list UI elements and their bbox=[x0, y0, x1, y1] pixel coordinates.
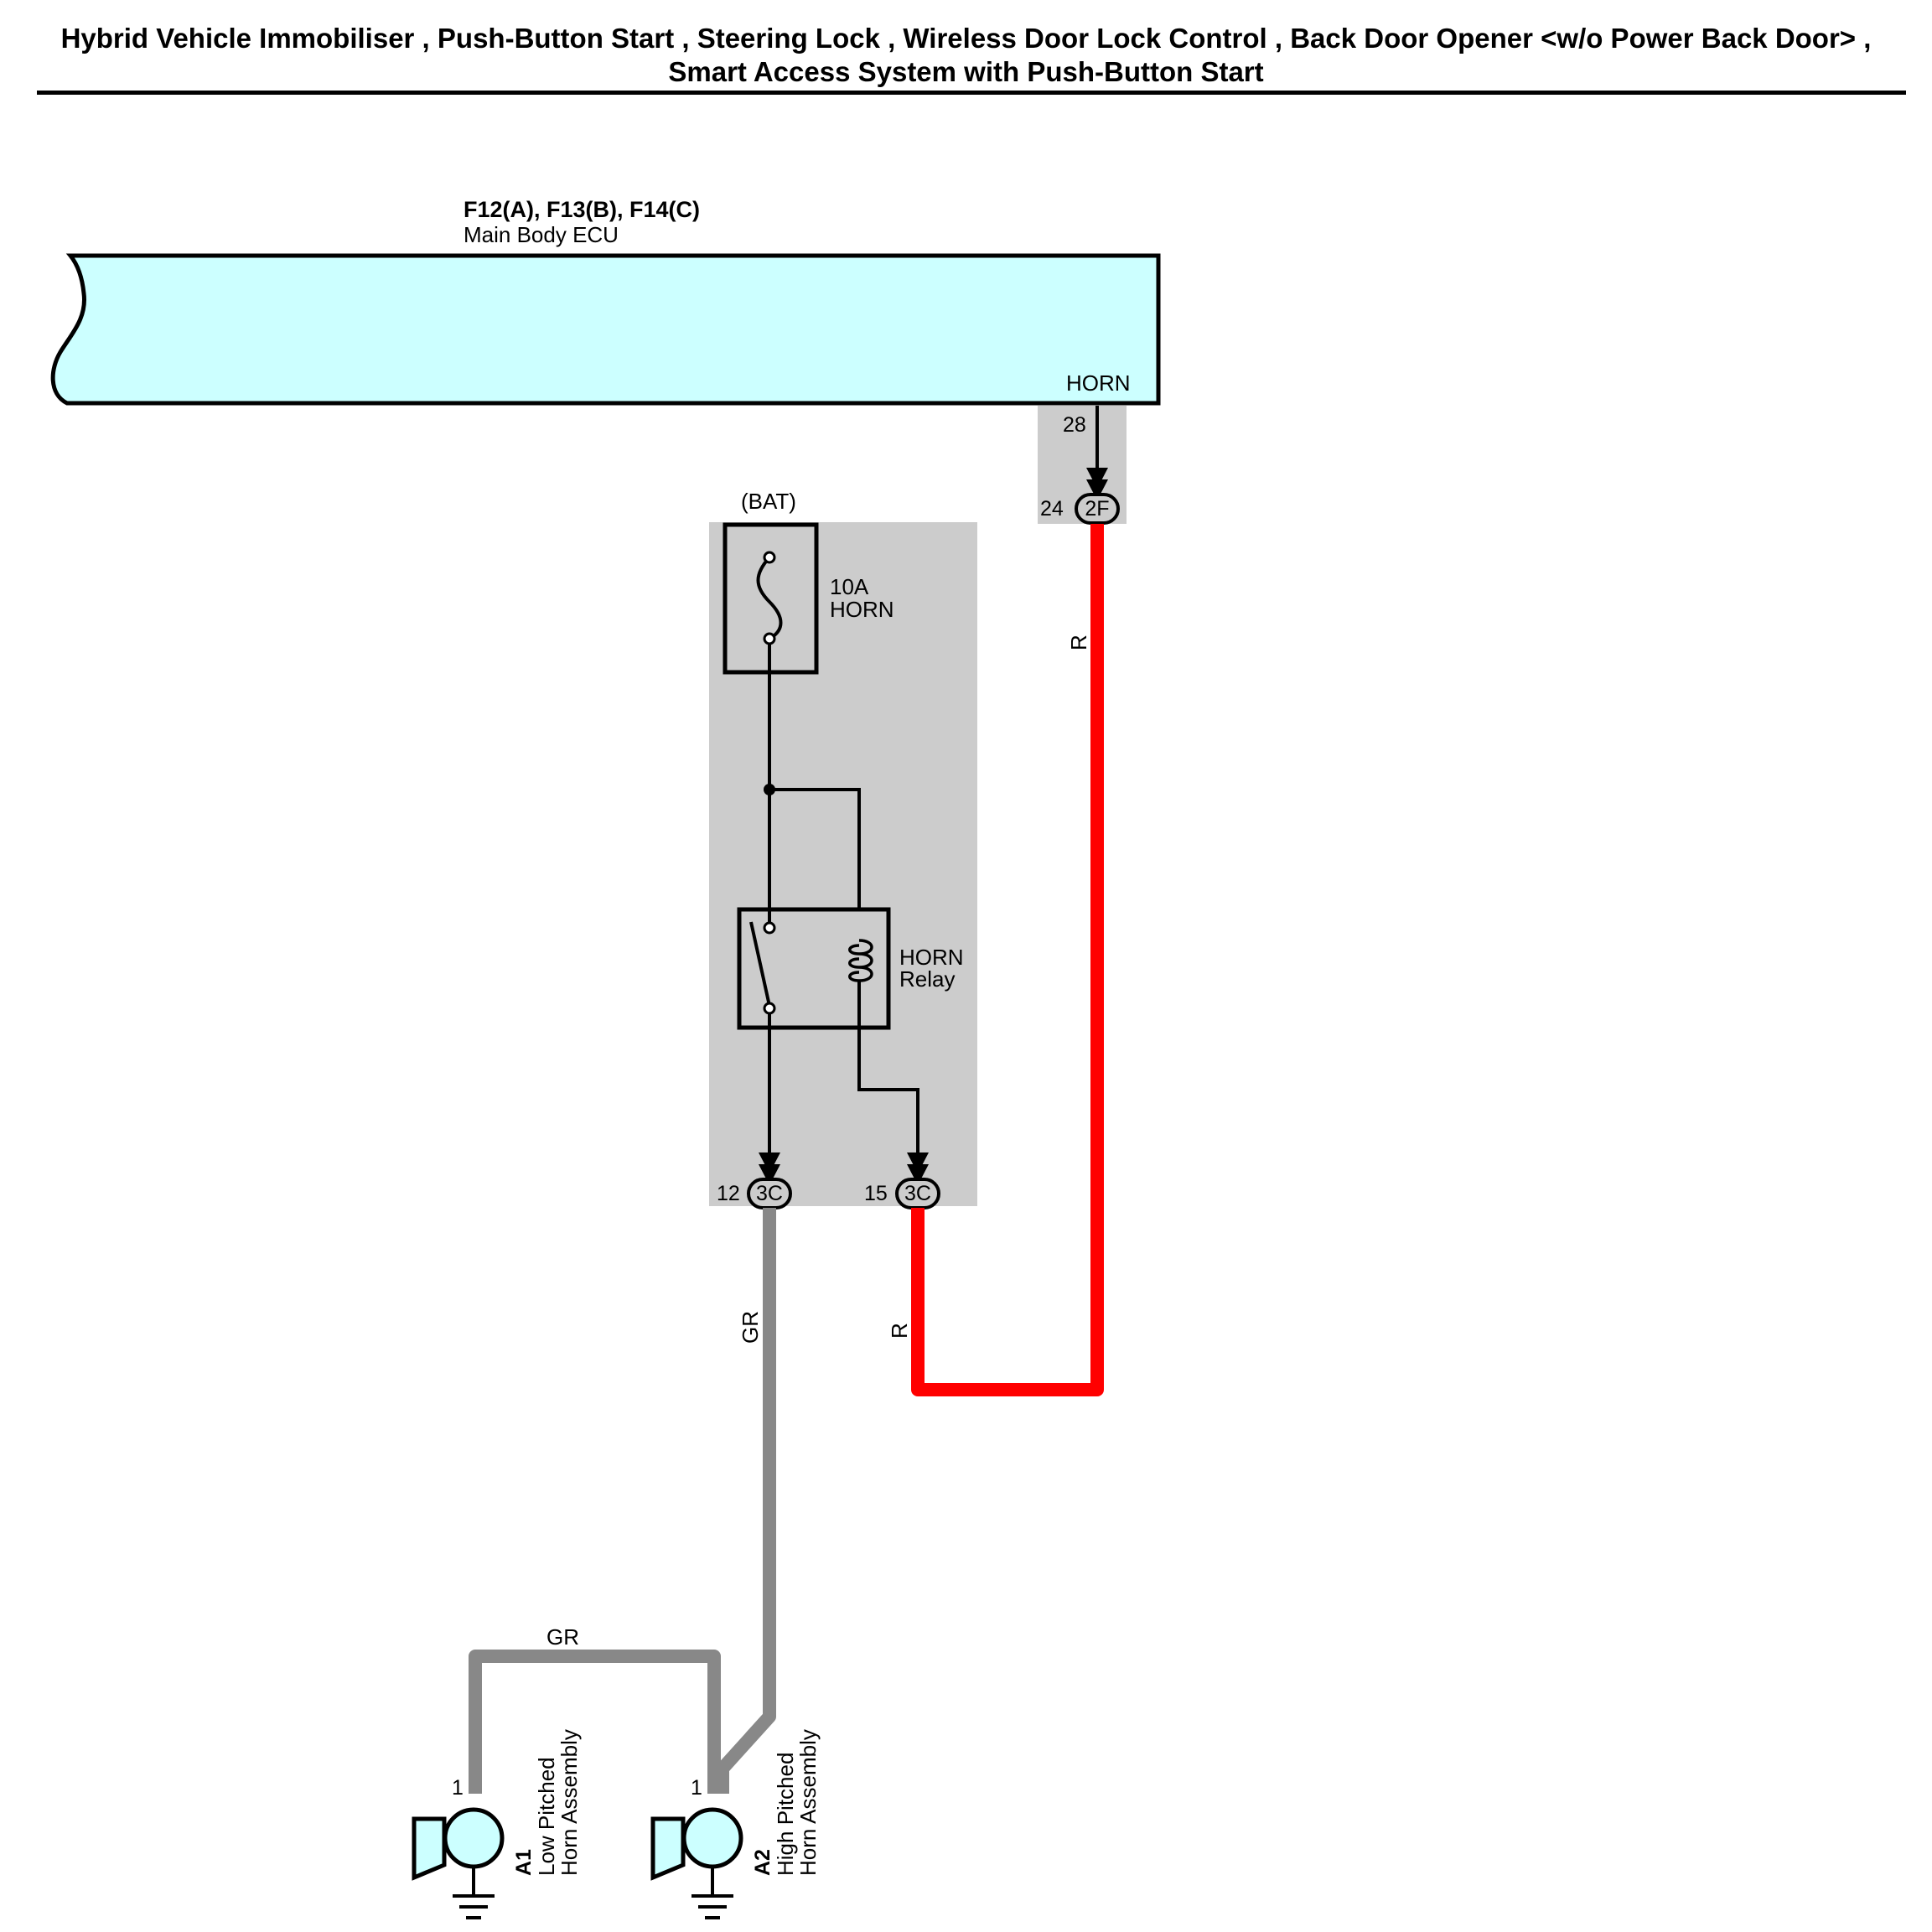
junction-block: (BAT) 10A HORN HORN Relay bbox=[709, 489, 977, 1209]
ecu-box bbox=[50, 253, 1161, 406]
relay-name-line-1: HORN bbox=[899, 945, 964, 970]
relay-switch-icon bbox=[749, 921, 771, 1007]
fuse-terminal-bottom bbox=[763, 632, 776, 645]
wire-relay-to-3c-15 bbox=[857, 1028, 919, 1165]
horn-fuse: 10A HORN bbox=[723, 522, 894, 675]
wire-red-label-upper: R bbox=[1066, 635, 1091, 650]
horn-low-speaker-icon bbox=[412, 1816, 447, 1881]
fuse-terminal-top bbox=[763, 551, 776, 564]
horn-high-name-line-2: Horn Assembly bbox=[795, 1729, 821, 1876]
horn-low-name-line-2: Horn Assembly bbox=[557, 1729, 582, 1876]
wire-gray-label-horizontal: GR bbox=[546, 1624, 579, 1650]
horn-high-name-line-1: High Pitched bbox=[773, 1753, 798, 1876]
connector-3c-12-arrow-icon bbox=[759, 1152, 780, 1185]
relay-contact-bottom bbox=[763, 1002, 776, 1015]
ecu-terminal-pin: 28 bbox=[1063, 413, 1086, 437]
horn-high-pitched: 1 A2 High Pitched Horn Assembly bbox=[650, 1729, 821, 1919]
horn-high-id: A2 bbox=[751, 1849, 774, 1876]
connector-3c-12-code: 3C bbox=[756, 1182, 783, 1205]
connector-2f-oval bbox=[1075, 493, 1120, 525]
horn-low-name-line-1: Low Pitched bbox=[534, 1757, 559, 1876]
page-title-line-2: Smart Access System with Push-Button Sta… bbox=[668, 56, 1264, 87]
wire-gray-main bbox=[716, 1208, 776, 1794]
connector-2f-arrow-icon bbox=[1086, 468, 1108, 500]
page-title-line-1: Hybrid Vehicle Immobiliser , Push-Button… bbox=[60, 23, 1872, 54]
connector-3c-15-arrow-icon bbox=[907, 1152, 929, 1185]
fuse-name: HORN bbox=[830, 597, 894, 622]
page-title: Hybrid Vehicle Immobiliser , Push-Button… bbox=[0, 22, 1932, 89]
horn-low-ground-icon bbox=[453, 1894, 495, 1919]
relay-contact-top bbox=[763, 921, 776, 935]
wire-red-label-lower: R bbox=[887, 1323, 912, 1339]
fuse-element-icon bbox=[756, 556, 783, 640]
horn-high-pin: 1 bbox=[691, 1776, 702, 1800]
connector-3c-15-code: 3C bbox=[904, 1182, 931, 1205]
connector-2f-area: 28 2F 24 bbox=[1038, 406, 1127, 525]
horn-low-id: A1 bbox=[512, 1849, 536, 1876]
horn-high-body bbox=[681, 1807, 743, 1869]
wire-gray-branch bbox=[469, 1650, 721, 1794]
wire-gray: GR GR bbox=[469, 1208, 776, 1794]
connector-3c-15-pin: 15 bbox=[864, 1182, 888, 1205]
horn-relay: HORN Relay bbox=[737, 907, 964, 1030]
main-body-ecu: F12(A), F13(B), F14(C) Main Body ECU HOR… bbox=[50, 197, 1161, 406]
wire-gray-label-vertical: GR bbox=[738, 1311, 763, 1344]
junction-block-source: (BAT) bbox=[741, 489, 796, 514]
title-divider bbox=[37, 91, 1906, 95]
horn-high-ground-icon bbox=[691, 1894, 733, 1919]
ecu-name: Main Body ECU bbox=[464, 222, 619, 247]
fuse-rating: 10A bbox=[830, 574, 869, 599]
horn-low-pin: 1 bbox=[452, 1776, 464, 1800]
ecu-connector-ids: F12(A), F13(B), F14(C) bbox=[464, 197, 700, 222]
wire-red: R R bbox=[887, 524, 1104, 1396]
relay-box bbox=[737, 907, 891, 1030]
connector-3c-12-pin: 12 bbox=[717, 1182, 740, 1205]
connector-2f-code: 2F bbox=[1085, 497, 1109, 521]
relay-name-line-2: Relay bbox=[899, 966, 955, 992]
wire-to-relay-coil bbox=[769, 788, 861, 909]
horn-low-pitched: 1 A1 Low Pitched Horn Assembly bbox=[412, 1729, 582, 1919]
junction-block-shade bbox=[709, 522, 977, 1206]
wire-red-path bbox=[911, 524, 1104, 1396]
horn-high-speaker-icon bbox=[650, 1816, 686, 1881]
connector-2f-pin: 24 bbox=[1040, 497, 1064, 521]
horn-low-body bbox=[443, 1807, 505, 1869]
ecu-terminal-label: HORN bbox=[1066, 370, 1131, 396]
